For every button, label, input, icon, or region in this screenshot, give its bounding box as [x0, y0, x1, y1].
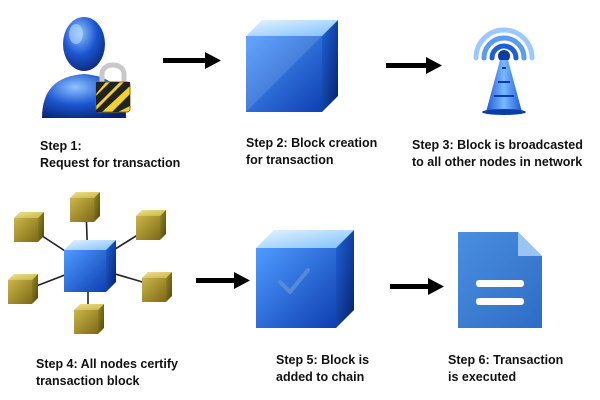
step1-caption: Step 1: Request for transaction: [40, 138, 180, 172]
arrow-step5-to-step6: [390, 278, 444, 301]
step3-caption: Step 3: Block is broadcasted to all othe…: [412, 137, 583, 171]
step4-title: Step 4: All nodes certify: [36, 357, 178, 371]
step5-description: added to chain: [276, 370, 365, 384]
step4-description: transaction block: [36, 374, 140, 388]
network-nodes-icon: [4, 186, 176, 343]
step2-caption: Step 2: Block creation for transaction: [246, 135, 377, 169]
step6-description: is executed: [448, 370, 517, 384]
step3-description: to all other nodes in network: [412, 155, 583, 169]
step3-title: Step 3: Block is broadcasted: [412, 138, 583, 152]
arrow-step1-to-step2: [163, 52, 221, 75]
arrow-step4-to-step5: [196, 272, 250, 295]
broadcast-tower-icon: [462, 12, 546, 121]
document-icon: [454, 228, 546, 337]
step6-title: Step 6: Transaction: [448, 353, 564, 367]
step6-caption: Step 6: Transaction is executed: [448, 352, 563, 386]
user-lock-icon: [36, 10, 136, 127]
step2-title: Step 2: Block creation: [246, 136, 378, 150]
step1-title: Step 1:: [40, 139, 82, 153]
blue-cube-icon: [238, 14, 342, 123]
cube-check-icon: [248, 222, 360, 339]
step2-description: for transaction: [246, 153, 334, 167]
step5-title: Step 5: Block is: [276, 353, 370, 367]
step1-description: Request for transaction: [40, 156, 181, 170]
step5-caption: Step 5: Block is added to chain: [276, 352, 369, 386]
arrow-step2-to-step3: [386, 57, 442, 80]
step4-caption: Step 4: All nodes certify transaction bl…: [36, 356, 178, 390]
